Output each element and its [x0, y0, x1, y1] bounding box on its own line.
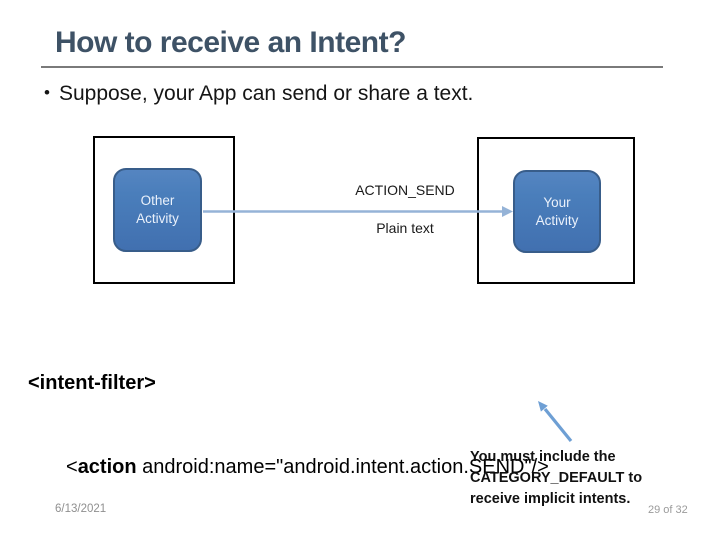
other-activity-label: Other Activity [136, 193, 179, 226]
callout-note-line: CATEGORY_DEFAULT to [470, 470, 643, 486]
other-activity-frame [93, 136, 235, 284]
your-activity-box: Your Activity [513, 170, 601, 253]
your-activity-label: Your Activity [535, 194, 579, 228]
connector-label-plain-text: Plain text [376, 220, 434, 236]
page-title: How to receive an Intent? [55, 26, 406, 59]
code-block: <intent-filter> <action android:name="an… [28, 313, 628, 540]
connector-label-action-send: ACTION_SEND [355, 182, 455, 198]
title-underline [41, 66, 663, 68]
callout-note-line: receive implicit intents. [470, 491, 631, 507]
connector-arrow [203, 206, 513, 217]
other-activity-box: Other Activity [113, 168, 202, 252]
slide-page-number: 29 of 32 [648, 504, 688, 516]
bullet-text: Suppose, your App can send or share a te… [58, 82, 474, 105]
code-line: <action android:name="android.intent.act… [66, 456, 549, 478]
bullet-icon: • [44, 83, 50, 102]
callout-note: You must include the CATEGORY_DEFAULT to… [470, 447, 642, 510]
callout-note-line: You must include the [470, 449, 616, 465]
bullet-line: • Suppose, your App can send or share a t… [44, 82, 473, 106]
code-line: <intent-filter> [28, 372, 156, 394]
slide-date: 6/13/2021 [55, 503, 107, 515]
